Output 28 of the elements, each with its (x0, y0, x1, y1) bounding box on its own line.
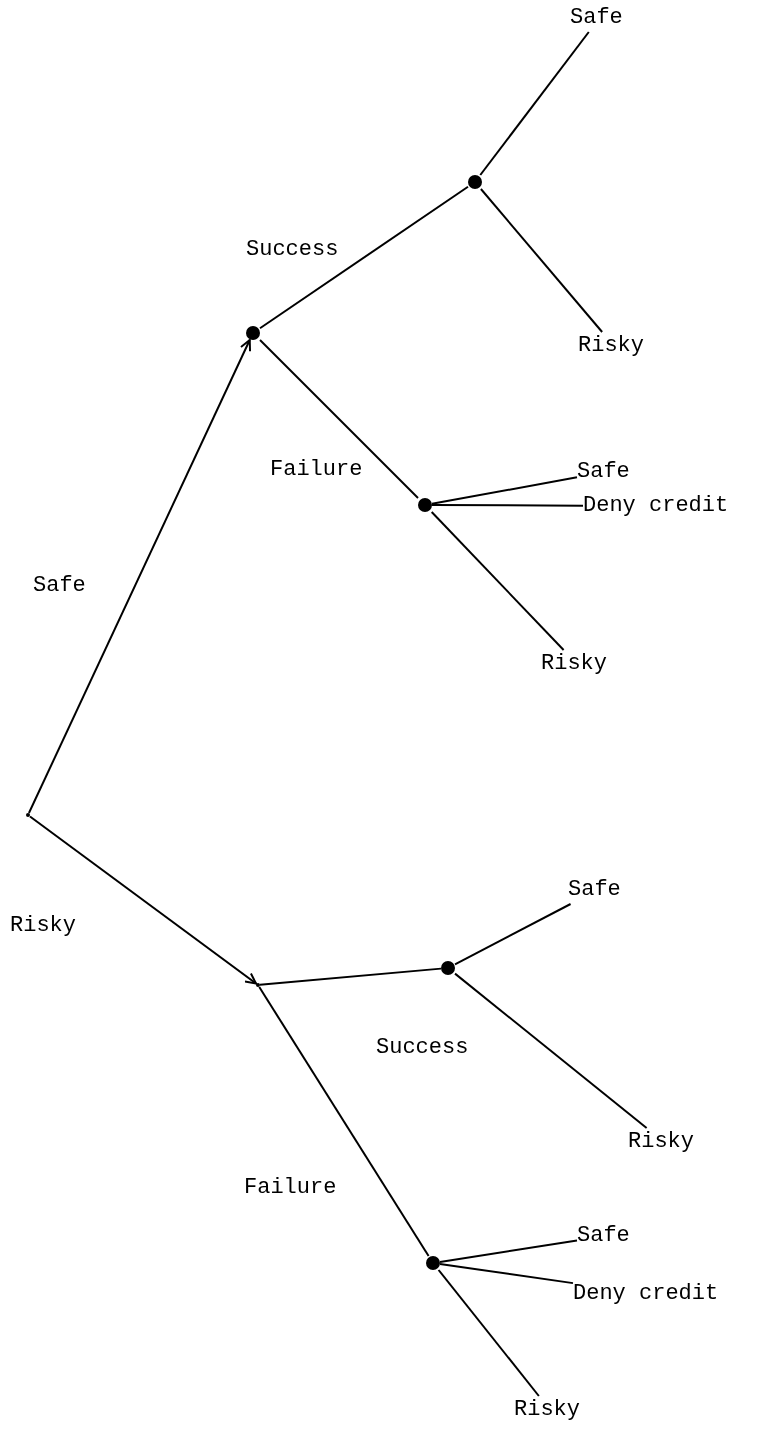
outcome-label: Risky (514, 1396, 586, 1424)
branch-line (439, 1263, 574, 1285)
arrow (29, 815, 257, 985)
branch-line (431, 504, 584, 507)
branch-line (431, 476, 578, 505)
branch-line (454, 972, 648, 1129)
outcome-label: Risky (628, 1128, 700, 1156)
outcome-label: Safe (577, 458, 636, 486)
outcome-label: Safe (577, 1222, 636, 1250)
arrow (27, 339, 252, 814)
branch-line (259, 967, 442, 986)
outcome-label: Safe (570, 4, 629, 32)
branch-point (256, 983, 260, 987)
branch-line (437, 1269, 540, 1397)
branch-point (26, 813, 30, 817)
branch-line (439, 1239, 578, 1263)
outcome-label: Risky (541, 650, 613, 678)
outcome-label: Risky (578, 332, 650, 360)
branch-line (430, 511, 565, 651)
branch-line (259, 185, 469, 330)
outcome-label: Safe (568, 876, 627, 904)
outcome-label: Deny credit (573, 1280, 725, 1308)
outcome-label: Deny credit (583, 492, 735, 520)
branch-line (479, 31, 590, 176)
branch-line (258, 986, 430, 1257)
branch-line (454, 903, 572, 966)
branch-line (479, 188, 604, 333)
branch-line (259, 339, 419, 499)
